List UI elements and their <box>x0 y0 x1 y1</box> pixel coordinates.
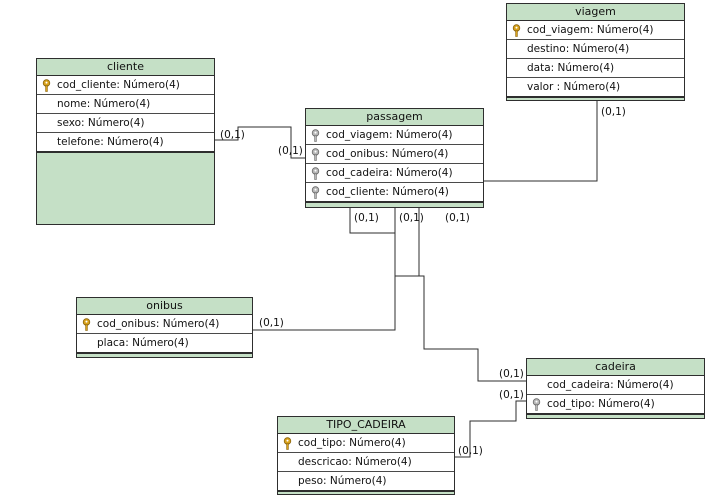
line-cadeira-tipo <box>455 400 526 458</box>
entity-title: TIPO_CADEIRA <box>278 417 454 434</box>
attribute-label: cod_cliente: Número(4) <box>326 186 449 198</box>
attribute-row[interactable]: cod_cliente: Número(4) <box>37 76 214 95</box>
attribute-label: sexo: Número(4) <box>57 117 145 129</box>
primary-key-icon <box>512 24 521 37</box>
attribute-row[interactable]: cod_tipo: Número(4) <box>278 434 454 453</box>
attribute-label: cod_tipo: Número(4) <box>298 437 406 449</box>
foreign-key-icon <box>311 186 320 199</box>
cardinality-cliente: (0,1) <box>220 129 245 141</box>
attribute-row[interactable]: descricao: Número(4) <box>278 453 454 472</box>
attribute-label: nome: Número(4) <box>57 98 151 110</box>
attribute-label: placa: Número(4) <box>97 337 189 349</box>
foreign-key-icon <box>311 167 320 180</box>
entity-title: cadeira <box>527 359 704 376</box>
attribute-row[interactable]: cod_viagem: Número(4) <box>306 126 483 145</box>
attribute-label: cod_cadeira: Número(4) <box>326 167 453 179</box>
attribute-label: cod_cadeira: Número(4) <box>547 379 674 391</box>
attribute-label: cod_onibus: Número(4) <box>326 148 449 160</box>
attribute-label: peso: Número(4) <box>298 475 387 487</box>
cardinality-tipo-cadeira: (0,1) <box>458 445 483 457</box>
attribute-row[interactable]: data: Número(4) <box>507 59 684 78</box>
cardinality-passagem-cliente: (0,1) <box>278 145 303 157</box>
primary-key-icon <box>42 79 51 92</box>
entity-cadeira[interactable]: cadeira cod_cadeira: Número(4) cod_tipo:… <box>526 358 705 419</box>
primary-key-icon <box>82 318 91 331</box>
attribute-label: cod_cliente: Número(4) <box>57 79 180 91</box>
entity-tipo-cadeira[interactable]: TIPO_CADEIRA cod_tipo: Número(4) descric… <box>277 416 455 495</box>
line-passagem-cadeira <box>394 208 526 382</box>
entity-title: cliente <box>37 59 214 76</box>
attribute-label: valor : Número(4) <box>527 81 621 93</box>
attribute-row[interactable]: sexo: Número(4) <box>37 114 214 133</box>
cardinality-passagem-mid: (0,1) <box>399 212 424 224</box>
attribute-row[interactable]: cod_cadeira: Número(4) <box>306 164 483 183</box>
foreign-key-icon <box>311 129 320 142</box>
attribute-row[interactable]: cod_viagem: Número(4) <box>507 21 684 40</box>
line-viagem-passagem <box>484 101 598 182</box>
entity-viagem[interactable]: viagem cod_viagem: Número(4) destino: Nú… <box>506 3 685 101</box>
attribute-row[interactable]: cod_onibus: Número(4) <box>306 145 483 164</box>
entity-onibus[interactable]: onibus cod_onibus: Número(4) placa: Núme… <box>76 297 253 358</box>
attribute-label: descricao: Número(4) <box>298 456 412 468</box>
attribute-row[interactable]: valor : Número(4) <box>507 78 684 98</box>
attribute-label: destino: Número(4) <box>527 43 630 55</box>
attribute-row[interactable]: cod_tipo: Número(4) <box>527 395 704 415</box>
attribute-label: cod_viagem: Número(4) <box>326 129 453 141</box>
cardinality-passagem-right: (0,1) <box>445 212 470 224</box>
attribute-label: data: Número(4) <box>527 62 615 74</box>
attribute-label: cod_viagem: Número(4) <box>527 24 654 36</box>
foreign-key-icon <box>311 148 320 161</box>
entity-title: passagem <box>306 109 483 126</box>
cardinality-viagem: (0,1) <box>601 106 626 118</box>
primary-key-icon <box>283 437 292 450</box>
cardinality-passagem-left: (0,1) <box>354 212 379 224</box>
attribute-label: cod_onibus: Número(4) <box>97 318 220 330</box>
attribute-row[interactable]: peso: Número(4) <box>278 472 454 492</box>
entity-passagem[interactable]: passagem cod_viagem: Número(4) cod_onibu… <box>305 108 484 208</box>
attribute-row[interactable]: destino: Número(4) <box>507 40 684 59</box>
attribute-row[interactable]: placa: Número(4) <box>77 334 252 354</box>
attribute-row[interactable]: nome: Número(4) <box>37 95 214 114</box>
line-passagem-onibus <box>253 208 396 331</box>
entity-title: onibus <box>77 298 252 315</box>
attribute-row[interactable]: cod_onibus: Número(4) <box>77 315 252 334</box>
line-cliente-passagem <box>215 126 305 159</box>
cardinality-cadeira-top: (0,1) <box>499 368 524 380</box>
entity-title: viagem <box>507 4 684 21</box>
cardinality-cadeira-bottom: (0,1) <box>499 389 524 401</box>
attribute-label: telefone: Número(4) <box>57 136 164 148</box>
attribute-row[interactable]: cod_cliente: Número(4) <box>306 183 483 203</box>
attribute-label: cod_tipo: Número(4) <box>547 398 655 410</box>
cardinality-onibus: (0,1) <box>259 317 284 329</box>
foreign-key-icon <box>532 398 541 411</box>
attribute-row[interactable]: telefone: Número(4) <box>37 133 214 153</box>
entity-cliente[interactable]: cliente cod_cliente: Número(4) nome: Núm… <box>36 58 215 225</box>
attribute-row[interactable]: cod_cadeira: Número(4) <box>527 376 704 395</box>
